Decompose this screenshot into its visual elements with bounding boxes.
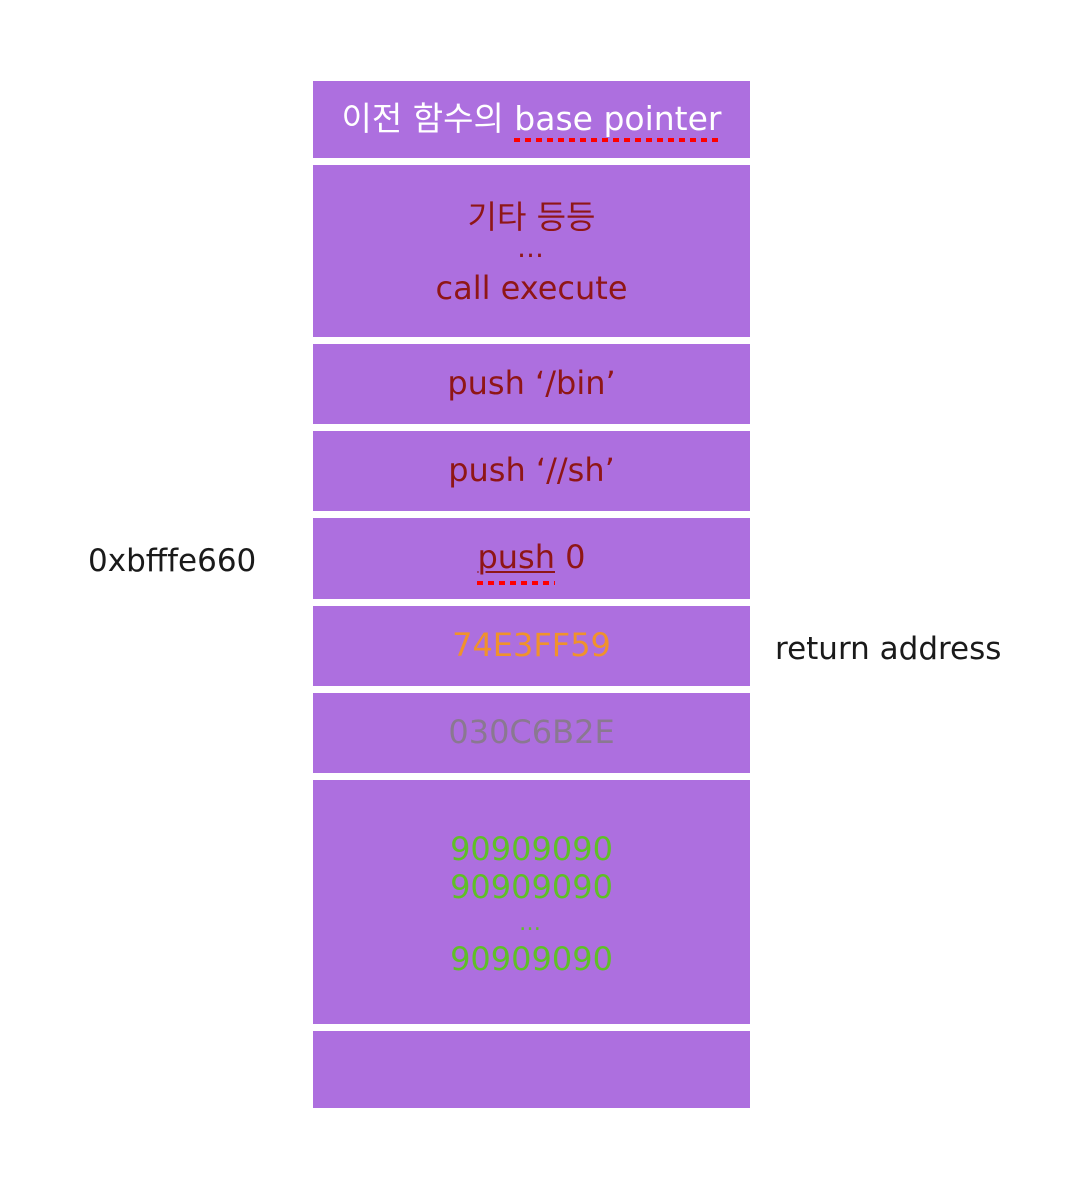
push-zero-misspelled-term: push [477, 538, 555, 585]
stack-cell-saved-base-pointer: 이전 함수의 base pointer [313, 81, 750, 158]
stack-cell-nop-sled: 90909090 90909090 … 90909090 [313, 780, 750, 1024]
misc-line-etc: 기타 등등 [467, 197, 596, 236]
stack-cell-push-bin: push ‘/bin’ [313, 344, 750, 424]
nop-line-2: 90909090 [450, 867, 613, 906]
saved-base-pointer-prefix: 이전 함수의 [341, 98, 515, 138]
return-address-value-text: 74E3FF59 [452, 626, 611, 665]
push-bin-text: push ‘/bin’ [447, 364, 616, 403]
saved-base-pointer-misspelled-term: base pointer [514, 98, 722, 143]
stack-cell-misc-and-call: 기타 등등 … call execute [313, 165, 750, 337]
return-address-label: return address [775, 631, 1002, 667]
misc-line-ellipsis: … [517, 232, 546, 264]
stack-cell-shellcode-bytes: 030C6B2E [313, 693, 750, 773]
stack-cell-empty [313, 1031, 750, 1108]
nop-line-1: 90909090 [450, 830, 613, 869]
misc-line-call-execute: call execute [435, 269, 628, 308]
saved-base-pointer-text: 이전 함수의 base pointer [341, 98, 722, 143]
stack-column: 이전 함수의 base pointer 기타 등등 … call execute… [313, 81, 750, 1108]
stack-address-label: 0xbfffe660 [88, 543, 257, 579]
shellcode-bytes-text: 030C6B2E [448, 713, 615, 752]
push-zero-text: push 0 [477, 538, 586, 585]
stack-cell-return-address-value: 74E3FF59 [313, 606, 750, 686]
push-sh-text: push ‘//sh’ [448, 451, 615, 490]
stack-cell-push-zero: push 0 [313, 518, 750, 599]
nop-line-ellipsis: … [519, 910, 544, 936]
nop-line-3: 90909090 [450, 940, 613, 979]
push-zero-operand: 0 [555, 538, 586, 577]
stack-cell-push-sh: push ‘//sh’ [313, 431, 750, 511]
